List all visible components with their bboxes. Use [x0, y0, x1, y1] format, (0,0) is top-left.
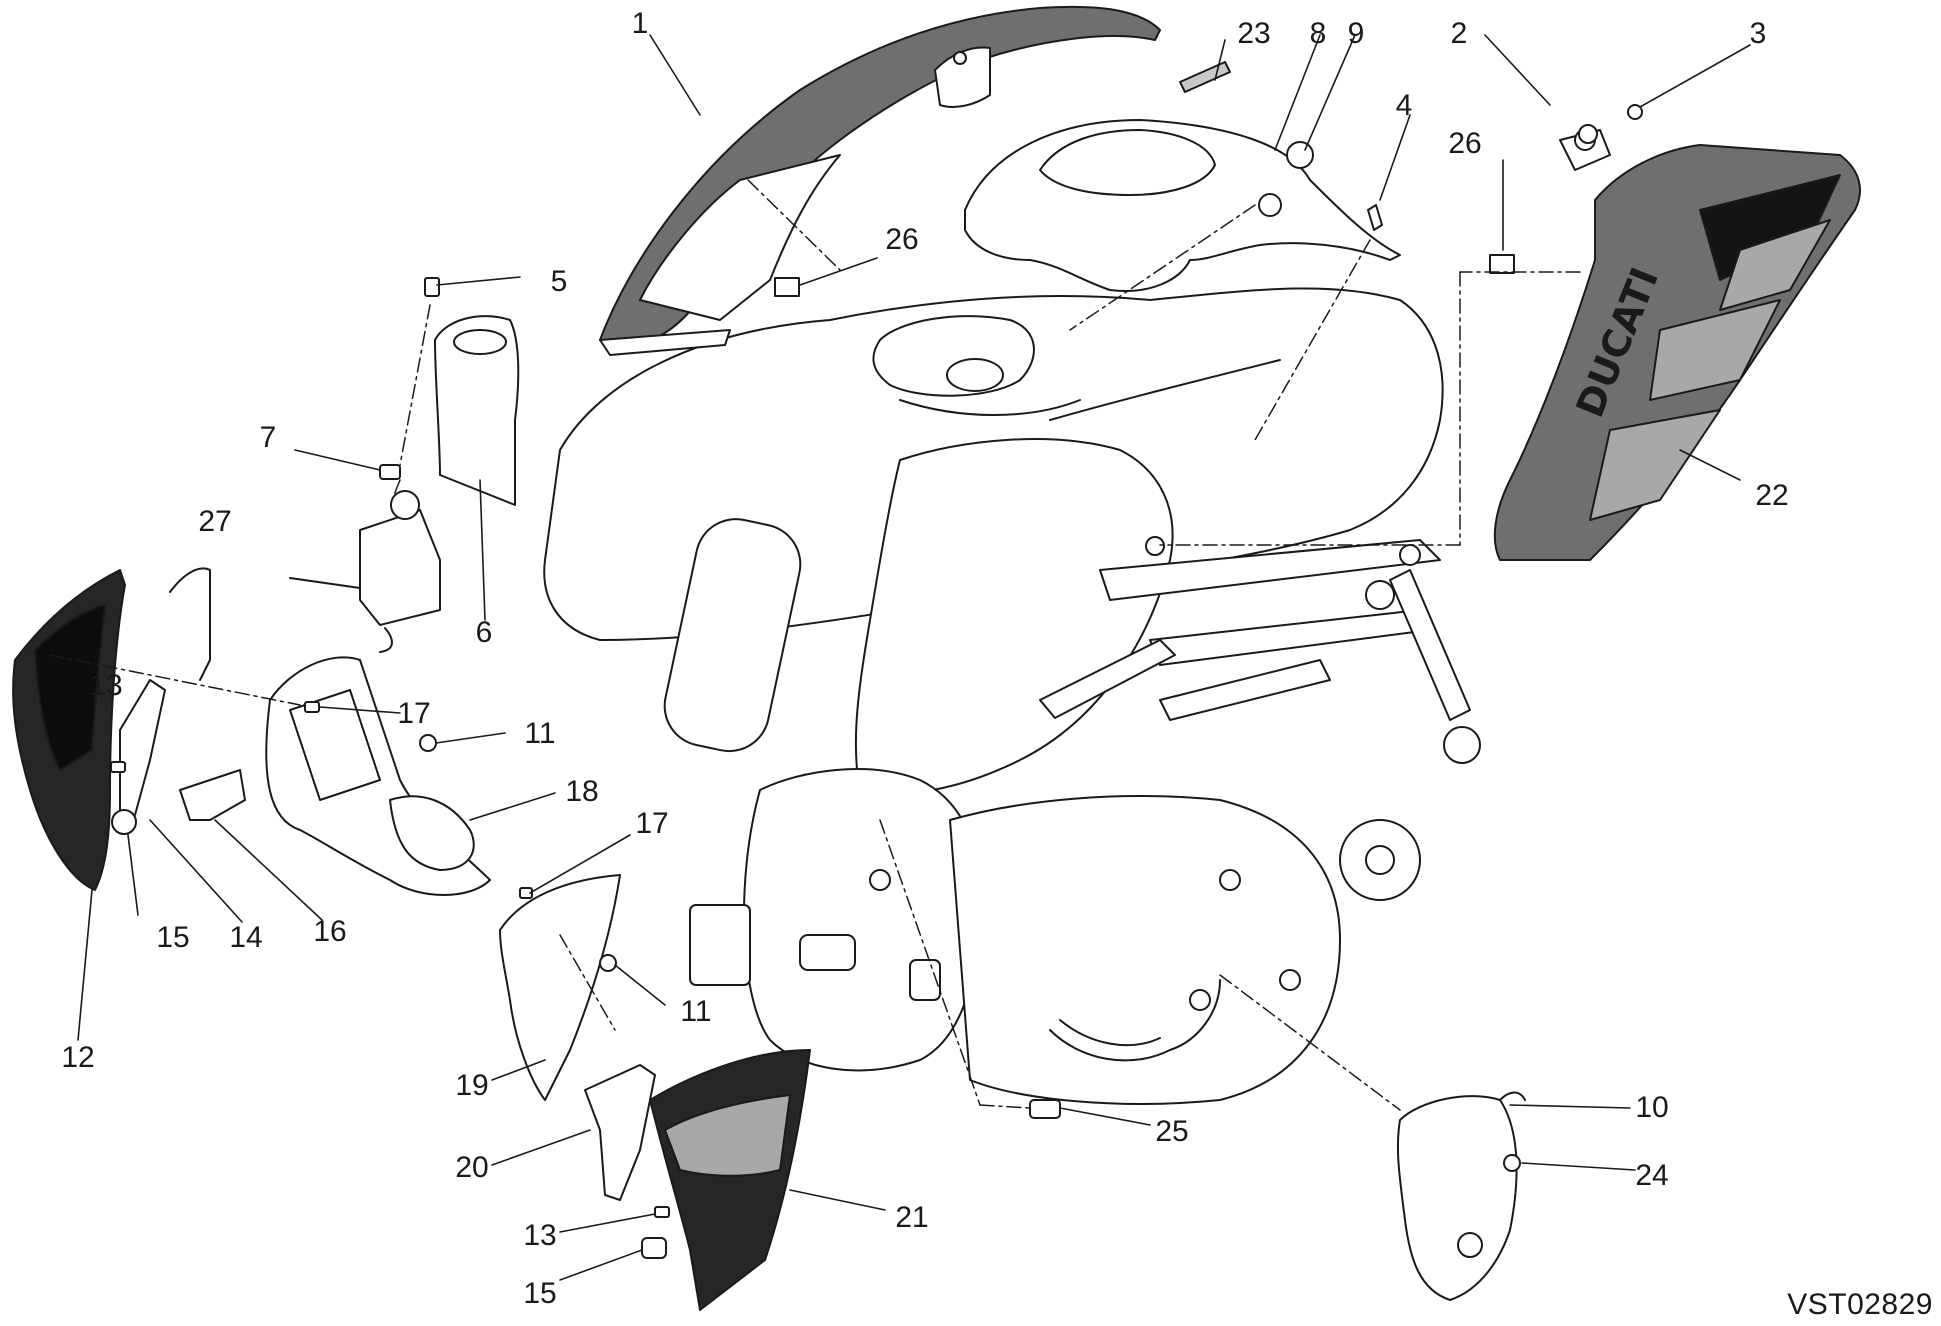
part-11-screw-upper — [419, 734, 437, 752]
callout-26-left: 26 — [885, 223, 919, 256]
part-26-clip-left — [774, 277, 800, 297]
part-14-bracket — [119, 679, 166, 816]
part-23-label — [1179, 61, 1231, 93]
callout-26-right: 26 — [1448, 127, 1482, 160]
callout-13-lower: 13 — [523, 1219, 557, 1252]
callout-9: 9 — [1347, 17, 1365, 50]
part-12-left-side-panel — [12, 569, 126, 891]
frame-tubes — [663, 518, 1481, 764]
assembly-paths — [49, 179, 1581, 1111]
callout-17-upper: 17 — [397, 697, 431, 730]
callout-8: 8 — [1309, 17, 1327, 50]
part-19-scoop — [499, 874, 621, 1101]
part-22-right-side-panel — [1493, 129, 1861, 561]
part-13-screw-upper — [110, 761, 126, 773]
part-15-grommet-upper — [111, 809, 137, 835]
part-1-seat-cover — [599, 5, 1161, 356]
callout-13-upper: 13 — [89, 669, 123, 702]
callout-11-lower: 11 — [680, 995, 712, 1028]
part-2-grommet — [1578, 124, 1598, 144]
callout-17-lower: 17 — [635, 807, 669, 840]
callout-2: 2 — [1450, 17, 1468, 50]
part-16-bracket — [179, 769, 246, 821]
part-9-cap — [1286, 141, 1314, 169]
engine-block — [689, 768, 1421, 1105]
callout-10: 10 — [1635, 1091, 1669, 1124]
callout-6: 6 — [475, 616, 493, 649]
callout-4: 4 — [1395, 89, 1413, 122]
callout-21: 21 — [895, 1201, 929, 1234]
callout-25: 25 — [1155, 1115, 1189, 1148]
part-18-air-scoop — [265, 656, 491, 896]
callout-7: 7 — [259, 421, 277, 454]
callout-20: 20 — [455, 1151, 489, 1184]
callout-19: 19 — [455, 1069, 489, 1102]
center-cover — [854, 438, 1174, 795]
part-8-tank-top-cover — [964, 119, 1401, 292]
part-7-grommet — [379, 464, 401, 480]
callout-12: 12 — [61, 1041, 95, 1074]
part-17-screw-lower — [519, 887, 533, 899]
drawing-reference-code: VST02829 — [1787, 1288, 1933, 1321]
part-17-screw-upper — [304, 701, 320, 713]
part-7-ignition-switch — [289, 490, 441, 653]
callout-22: 22 — [1755, 479, 1789, 512]
callout-15-lower: 15 — [523, 1277, 557, 1310]
part-20-bracket — [584, 1064, 656, 1201]
part-25-grommet — [1029, 1099, 1061, 1119]
callout-1: 1 — [631, 7, 649, 40]
callout-11-upper: 11 — [524, 717, 556, 750]
part-3-screw — [1627, 104, 1643, 120]
callout-14: 14 — [229, 921, 263, 954]
part-15-grommet-lower — [641, 1237, 667, 1259]
callout-18: 18 — [565, 775, 599, 808]
part-27-hose — [169, 567, 211, 681]
part-6-ignition-cover — [434, 315, 520, 506]
part-4-screw — [1367, 204, 1383, 231]
callout-23: 23 — [1237, 17, 1271, 50]
callout-3: 3 — [1749, 17, 1767, 50]
leader-lines — [77, 34, 1751, 1281]
part-10-bracket — [1396, 1091, 1526, 1301]
part-5-screw — [424, 277, 440, 297]
callout-5: 5 — [550, 265, 568, 298]
part-21-lower-panel — [649, 1049, 811, 1311]
callout-27: 27 — [198, 505, 232, 538]
part-24-screw — [1503, 1154, 1521, 1172]
callout-16: 16 — [313, 915, 347, 948]
part-13-screw-lower — [654, 1206, 670, 1218]
part-26-clip-right — [1489, 254, 1515, 274]
callout-15-upper: 15 — [156, 921, 190, 954]
part-11-screw-lower — [599, 954, 617, 972]
callout-24: 24 — [1635, 1159, 1669, 1192]
